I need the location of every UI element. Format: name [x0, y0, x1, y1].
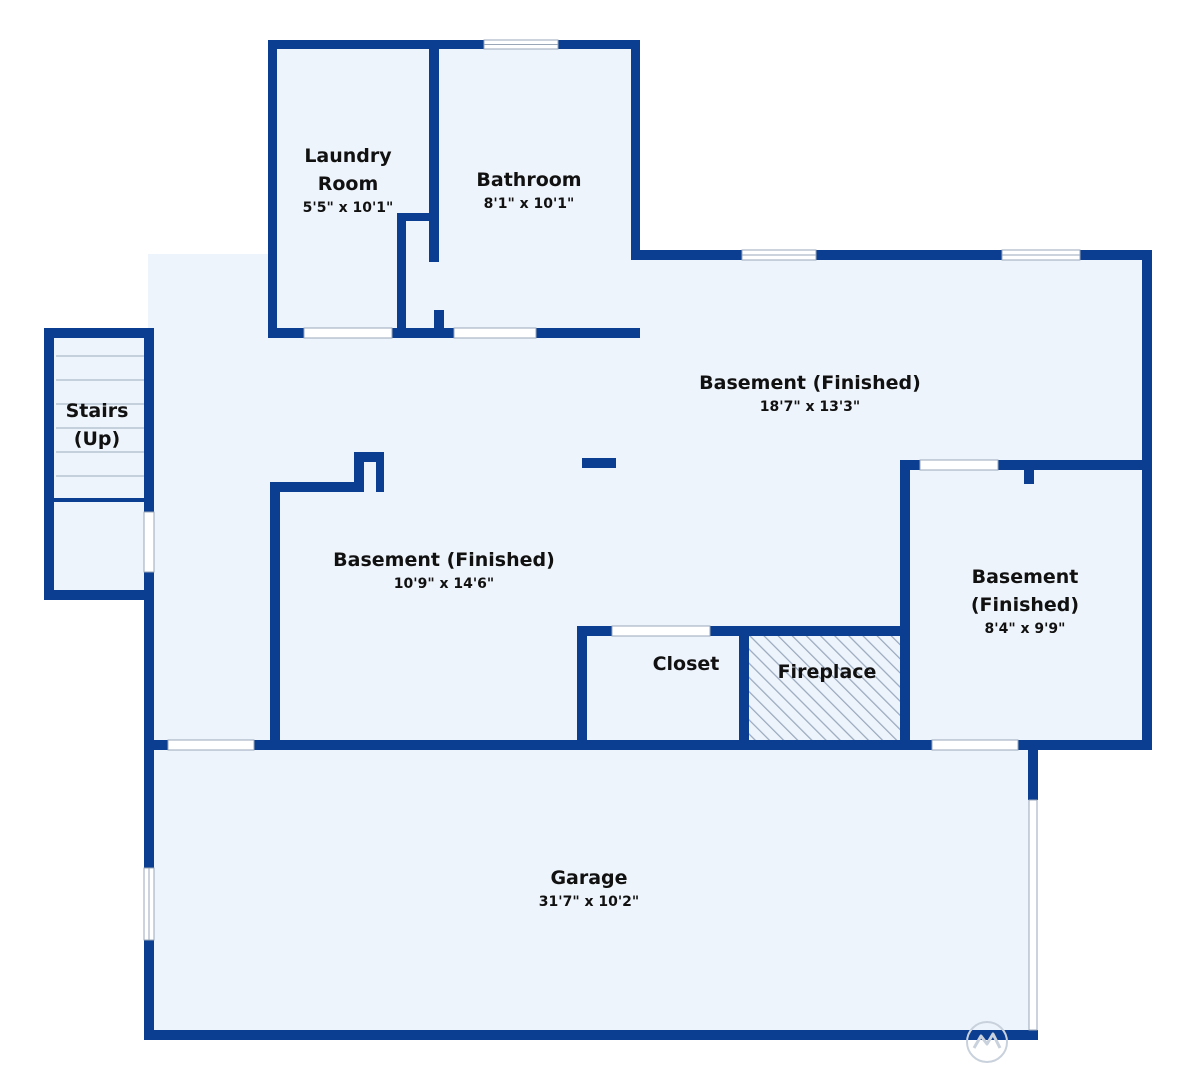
room-dimensions: 8'4" x 9'9": [984, 621, 1066, 637]
wall: [354, 452, 364, 492]
basement-left-label: Basement (Finished) 10'9" x 14'6": [333, 546, 555, 594]
wall: [397, 213, 406, 338]
bathroom-label: Bathroom 8'1" x 10'1": [476, 166, 581, 214]
windows: [143, 39, 1081, 1031]
basement-main-label: Basement (Finished) 18'7" x 13'3": [699, 369, 921, 417]
wall: [1028, 740, 1038, 800]
wall: [577, 626, 587, 750]
closet-label: Closet: [653, 650, 720, 678]
wall: [582, 458, 616, 468]
room-name: Basement (Finished): [699, 372, 921, 394]
window: [167, 739, 255, 751]
room-name: Stairs (Up): [65, 400, 129, 450]
wall: [44, 328, 54, 600]
garage-label: Garage 31'7" x 10'2": [539, 864, 639, 912]
fireplace-label: Fireplace: [778, 658, 877, 686]
room-name: Garage: [550, 867, 628, 889]
stairs-floor: [48, 332, 148, 598]
room-dimensions: 31'7" x 10'2": [538, 894, 640, 910]
room-dimensions: 18'7" x 13'3": [759, 399, 861, 415]
wall: [429, 40, 439, 262]
wall: [1142, 250, 1152, 750]
stair-treads: [56, 355, 144, 477]
wall: [631, 40, 640, 260]
wall: [397, 213, 435, 221]
window: [303, 327, 393, 339]
main-floor: [148, 254, 1146, 744]
wall: [144, 740, 1152, 750]
room-dimensions: 5'5" x 10'1": [302, 200, 394, 216]
wall: [739, 626, 749, 750]
room-name: Basement (Finished): [333, 549, 555, 571]
garage-door-opening: [1028, 799, 1038, 1031]
room-dimensions: 10'9" x 14'6": [393, 576, 495, 592]
basement-right-label: Basement (Finished) 8'4" x 9'9": [965, 563, 1085, 639]
stairs-label: Stairs (Up): [62, 397, 132, 453]
wall: [144, 1030, 1038, 1040]
wall: [54, 498, 144, 502]
room-name: Closet: [652, 653, 720, 675]
laundry-room-label: Laundry Room 5'5" x 10'1": [293, 142, 403, 218]
wall: [354, 452, 384, 462]
wall: [900, 460, 910, 750]
wall: [144, 328, 154, 512]
wall: [434, 310, 444, 338]
room-name: Basement (Finished): [970, 566, 1080, 616]
room-name: Laundry Room: [304, 145, 392, 195]
window: [611, 625, 711, 637]
garage-floor: [148, 744, 1032, 1034]
wall: [1024, 460, 1034, 484]
mls-logo-icon: [966, 1021, 1008, 1063]
wall: [268, 40, 277, 338]
wall: [376, 452, 384, 492]
wall: [44, 328, 154, 338]
window: [919, 459, 999, 471]
wall: [270, 482, 360, 492]
wall: [270, 482, 280, 744]
wall: [144, 572, 154, 744]
fireplace-hatch: [746, 632, 902, 742]
wall: [631, 250, 1152, 260]
window: [453, 327, 537, 339]
room-name: Bathroom: [476, 169, 582, 191]
window: [143, 511, 155, 573]
window: [931, 739, 1019, 751]
wall: [268, 40, 640, 49]
wall: [44, 590, 154, 600]
room-name: Fireplace: [777, 661, 877, 683]
room-dimensions: 8'1" x 10'1": [483, 196, 575, 212]
